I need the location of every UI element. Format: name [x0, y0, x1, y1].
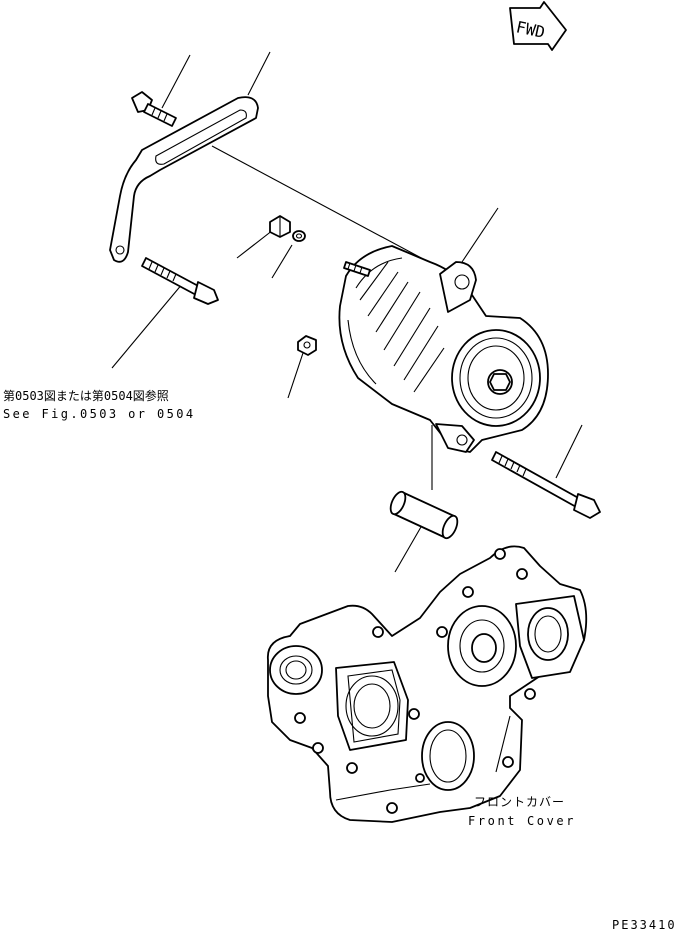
hex-nut: [269, 215, 291, 238]
front-cover-label-english: Front Cover: [468, 814, 576, 828]
front-cover: [267, 545, 588, 823]
forward-direction-arrow: FWD: [509, 1, 567, 51]
spring-washer: [292, 230, 306, 242]
drawing-code: PE33410: [612, 918, 677, 932]
spacer-collar: [389, 490, 459, 540]
reference-note-english: See Fig.0503 or 0504: [3, 407, 196, 421]
through-bolt: [491, 451, 601, 519]
front-cover-label-japanese: フロントカバー: [474, 795, 565, 809]
adjusting-bracket: [109, 96, 259, 263]
reference-note-japanese: 第0503図または第0504図参照: [3, 388, 169, 403]
lower-hex-nut: [297, 335, 317, 356]
alternator: [338, 245, 549, 453]
upper-flange-bolt: [131, 91, 177, 127]
leader-lines: [111, 51, 583, 573]
long-mounting-bolt: [141, 257, 219, 305]
